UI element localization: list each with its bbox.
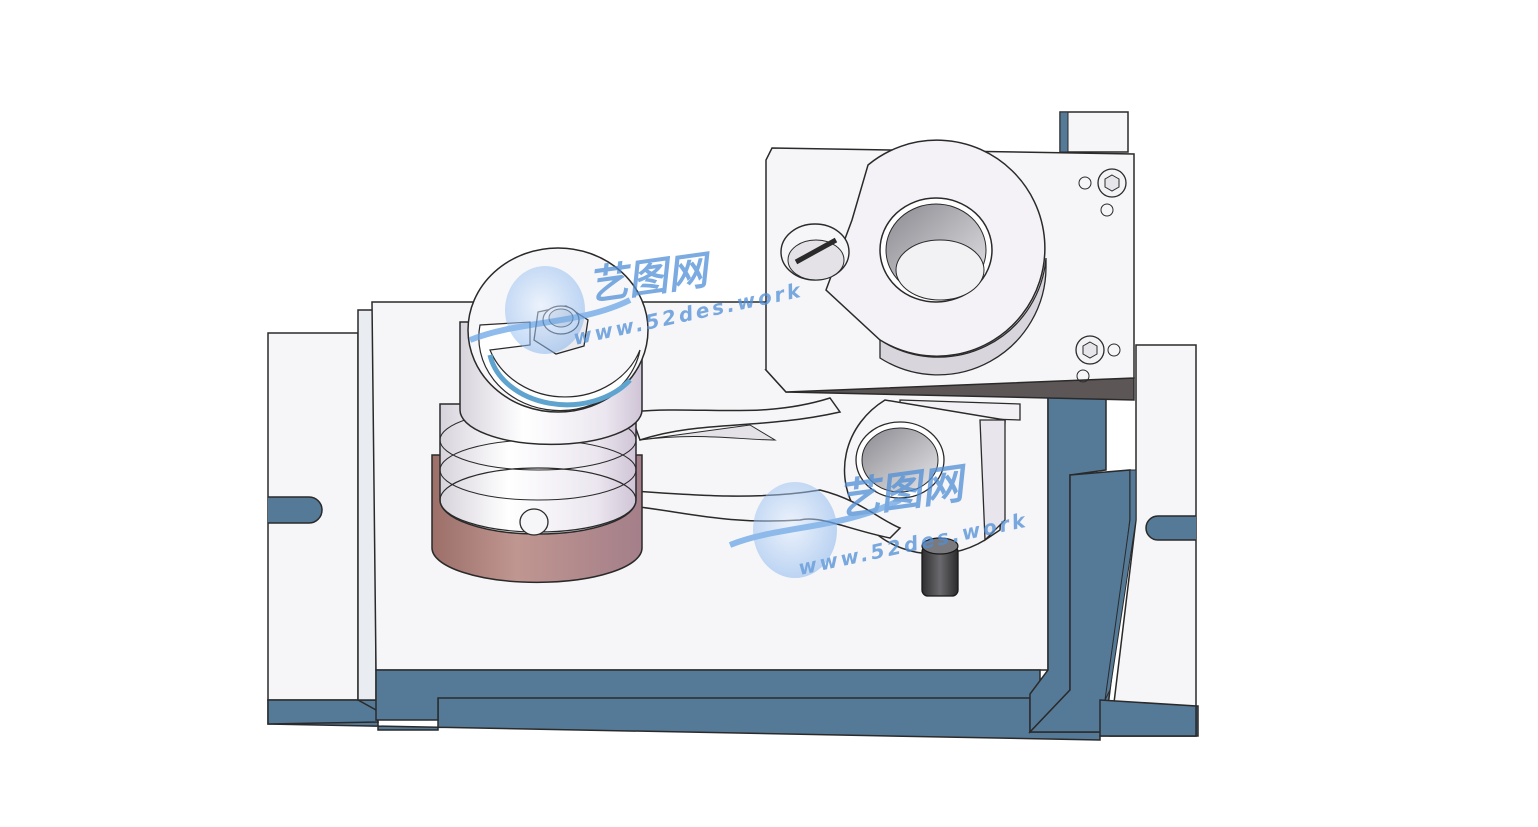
cap-screw-bottom (1075, 335, 1121, 383)
upright-top-tab (1059, 111, 1129, 153)
slotted-screw (780, 223, 850, 281)
left-mounting-slot (268, 496, 323, 524)
upright-top-tab-side (1059, 111, 1069, 153)
bushing-ring (825, 139, 1047, 376)
cap-screw-top (1078, 168, 1127, 217)
right-mounting-slot (1145, 515, 1196, 541)
base-plate-front-face (375, 669, 1041, 721)
cylinder-side-hole (519, 508, 549, 536)
base-plate-left-flange-side (267, 699, 379, 725)
clamp-plate (764, 139, 1135, 401)
right-upright-block (1028, 111, 1197, 737)
locating-pin (921, 537, 959, 597)
right-flange-side (1099, 699, 1197, 737)
right-flange-inner-face (1104, 345, 1137, 701)
pivot-clamp (843, 399, 1021, 555)
